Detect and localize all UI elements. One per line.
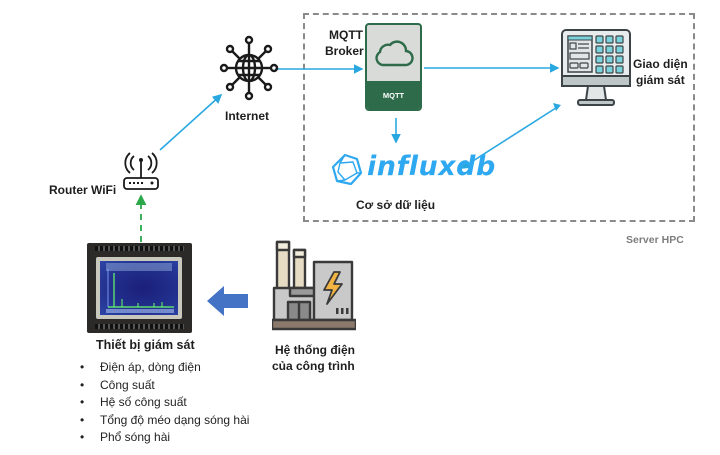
database-label: Cơ sở dữ liệu [356,198,436,212]
dashboard-label: Giao diện giám sát [633,56,688,88]
monitor-dashboard-icon [561,29,631,106]
wifi-router-icon [123,152,159,190]
edge-database-dashboard [460,105,560,169]
mqtt-broker-node: MQTT [365,23,422,111]
device-label: Thiết bị giám sát [96,338,195,352]
power-system-label-line1: Hệ thống điện [275,343,355,357]
mqtt-title-line1: MQTT [329,28,363,42]
dashboard-label-line1: Giao diện [633,57,688,71]
edge-router-internet [159,93,223,151]
feature-item: Hệ số công suất [80,394,249,412]
device-feature-list: Điện áp, dòng điện Công suất Hệ số công … [80,359,249,447]
monitoring-device-photo [87,243,192,333]
feature-item: Công suất [80,377,249,395]
mqtt-broker-title: MQTT Broker [325,27,364,59]
mqtt-badge: MQTT [367,81,420,109]
device-top-ridge [95,246,184,251]
power-system-label-line2: của công trình [272,359,355,373]
device-screen [100,261,178,315]
device-bottom-ridge [95,324,184,329]
power-plant-icon [272,240,356,331]
router-label: Router WiFi [49,183,117,197]
dashboard-label-line2: giám sát [636,73,685,87]
server-hpc-boundary [303,13,695,222]
internet-label: Internet [225,109,270,123]
cloud-icon [375,40,414,67]
power-flow-arrow [207,286,248,316]
feature-item: Phổ sóng hài [80,429,249,447]
power-system-label: Hệ thống điện của công trình [272,342,355,374]
globe-network-icon [219,35,279,101]
feature-item: Điện áp, dòng điện [80,359,249,377]
server-hpc-label: Server HPC [626,234,684,246]
influxdb-logo-icon [331,153,363,186]
mqtt-title-line2: Broker [325,44,364,58]
edge-database-dashboard-head [553,103,561,111]
feature-item: Tổng độ méo dạng sóng hài [80,412,249,430]
influxdb-logo-text: influxdb [367,151,496,182]
harmonic-spectrum-display [106,263,174,313]
